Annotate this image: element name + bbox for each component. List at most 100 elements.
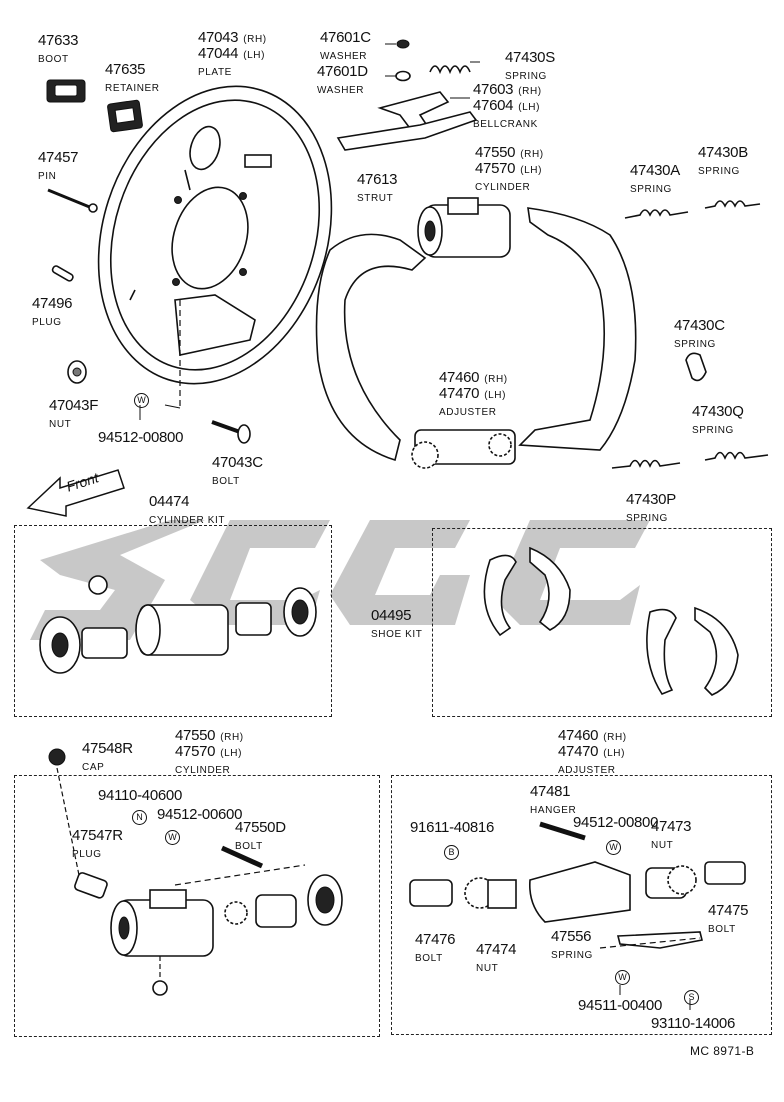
part-number-alt: 47570 <box>475 160 516 177</box>
part-side-alt: (LH) <box>520 165 543 176</box>
part-number: 47430Q <box>692 403 744 420</box>
part-label-91611: 91611-40816 <box>410 820 494 836</box>
part-side-alt: (LH) <box>484 390 507 401</box>
part-description: BOLT <box>708 924 736 935</box>
part-label-47601c: 47601C WASHER <box>320 30 371 63</box>
part-description: SPRING <box>551 950 593 961</box>
part-description: WASHER <box>317 85 365 96</box>
part-description: SPRING <box>505 71 547 82</box>
part-label-94110: 94110-40600 <box>98 788 182 804</box>
marker-n: N <box>132 810 147 825</box>
part-number: 04474 <box>149 493 190 510</box>
part-label-47550d: 47550D BOLT <box>235 820 286 853</box>
wheel-cylinder-part <box>417 197 511 258</box>
part-description: BOLT <box>235 841 263 852</box>
part-side: (RH) <box>518 86 542 97</box>
part-number: 47550 <box>175 727 216 744</box>
part-description: PLUG <box>72 849 102 860</box>
cylinder-kit-box <box>14 525 332 717</box>
part-label-47460bot: 47460(RH)47470(LH)ADJUSTER <box>558 728 627 777</box>
part-number: 47043 <box>198 29 239 46</box>
retainer-part <box>107 99 143 133</box>
part-number: 47603 <box>473 81 514 98</box>
part-number-alt: 47570 <box>175 743 216 760</box>
part-number: 47430P <box>626 491 676 508</box>
part-label-94512_00800a: 94512-00800 <box>98 430 183 446</box>
part-description: WASHER <box>320 51 368 62</box>
part-number: 47601D <box>317 63 368 80</box>
marker-w-1: W <box>134 393 149 408</box>
part-description: SPRING <box>626 513 668 524</box>
part-description: CYLINDER <box>175 765 231 776</box>
part-number: 47430A <box>630 162 680 179</box>
bellcrank-part <box>377 91 450 136</box>
strut-part <box>336 111 478 151</box>
part-description: SPRING <box>698 166 740 177</box>
part-label-93110: 93110-14006 <box>651 1016 735 1032</box>
part-label-47550bot: 47550(RH)47570(LH)CYLINDER <box>175 728 244 777</box>
part-description: CAP <box>82 762 105 773</box>
part-description: HANGER <box>530 805 577 816</box>
part-number-alt: 47044 <box>198 45 239 62</box>
part-number: 47550D <box>235 819 286 836</box>
part-number: 47547R <box>72 827 123 844</box>
washer-part <box>395 39 411 82</box>
part-number: 94512-00800 <box>573 814 659 831</box>
part-label-94511: 94511-00400 <box>578 998 662 1014</box>
nut-part <box>67 360 87 384</box>
part-label-94512_00600: 94512-00600 <box>157 807 242 823</box>
shoe-kit-box <box>432 528 772 717</box>
marker-w-2: W <box>165 830 180 845</box>
part-description: PLATE <box>198 67 232 78</box>
part-number: 94512-00800 <box>98 429 184 446</box>
part-label-47601d: 47601D WASHER <box>317 64 368 97</box>
part-label-47603: 47603(RH)47604(LH)BELLCRANK <box>473 82 542 131</box>
front-arrow-icon <box>26 469 125 517</box>
part-description: BOLT <box>415 953 443 964</box>
part-number-alt: 47604 <box>473 97 514 114</box>
boot-part <box>46 79 86 103</box>
marker-w-4: W <box>615 970 630 985</box>
part-description: NUT <box>49 419 72 430</box>
part-side: (RH) <box>243 34 267 45</box>
part-label-47460top: 47460(RH)47470(LH)ADJUSTER <box>439 370 508 419</box>
drawing-code: MC 8971-B <box>690 1044 755 1058</box>
part-number: 47460 <box>558 727 599 744</box>
part-side: (RH) <box>520 149 544 160</box>
pin-part <box>47 188 98 213</box>
part-number: 47473 <box>651 818 692 835</box>
part-description: BOOT <box>38 54 69 65</box>
part-number: 47481 <box>530 783 571 800</box>
part-number: 47601C <box>320 29 371 46</box>
part-description: BOLT <box>212 476 240 487</box>
part-description: CYLINDER KIT <box>149 515 226 526</box>
part-description: SHOE KIT <box>371 629 423 640</box>
part-side: (RH) <box>484 374 508 385</box>
part-number: 47550 <box>475 144 516 161</box>
cylinder-breakdown-box <box>14 775 380 1037</box>
brake-shoe-part <box>315 207 637 462</box>
part-number: 47475 <box>708 902 749 919</box>
part-side-alt: (LH) <box>603 748 626 759</box>
part-number: 47496 <box>32 295 73 312</box>
adjuster-breakdown-parts <box>409 821 746 949</box>
part-number: 93110-14006 <box>651 1015 736 1032</box>
part-description: PLUG <box>32 317 62 328</box>
part-side: (RH) <box>603 732 627 743</box>
leader-lines <box>139 43 691 1010</box>
